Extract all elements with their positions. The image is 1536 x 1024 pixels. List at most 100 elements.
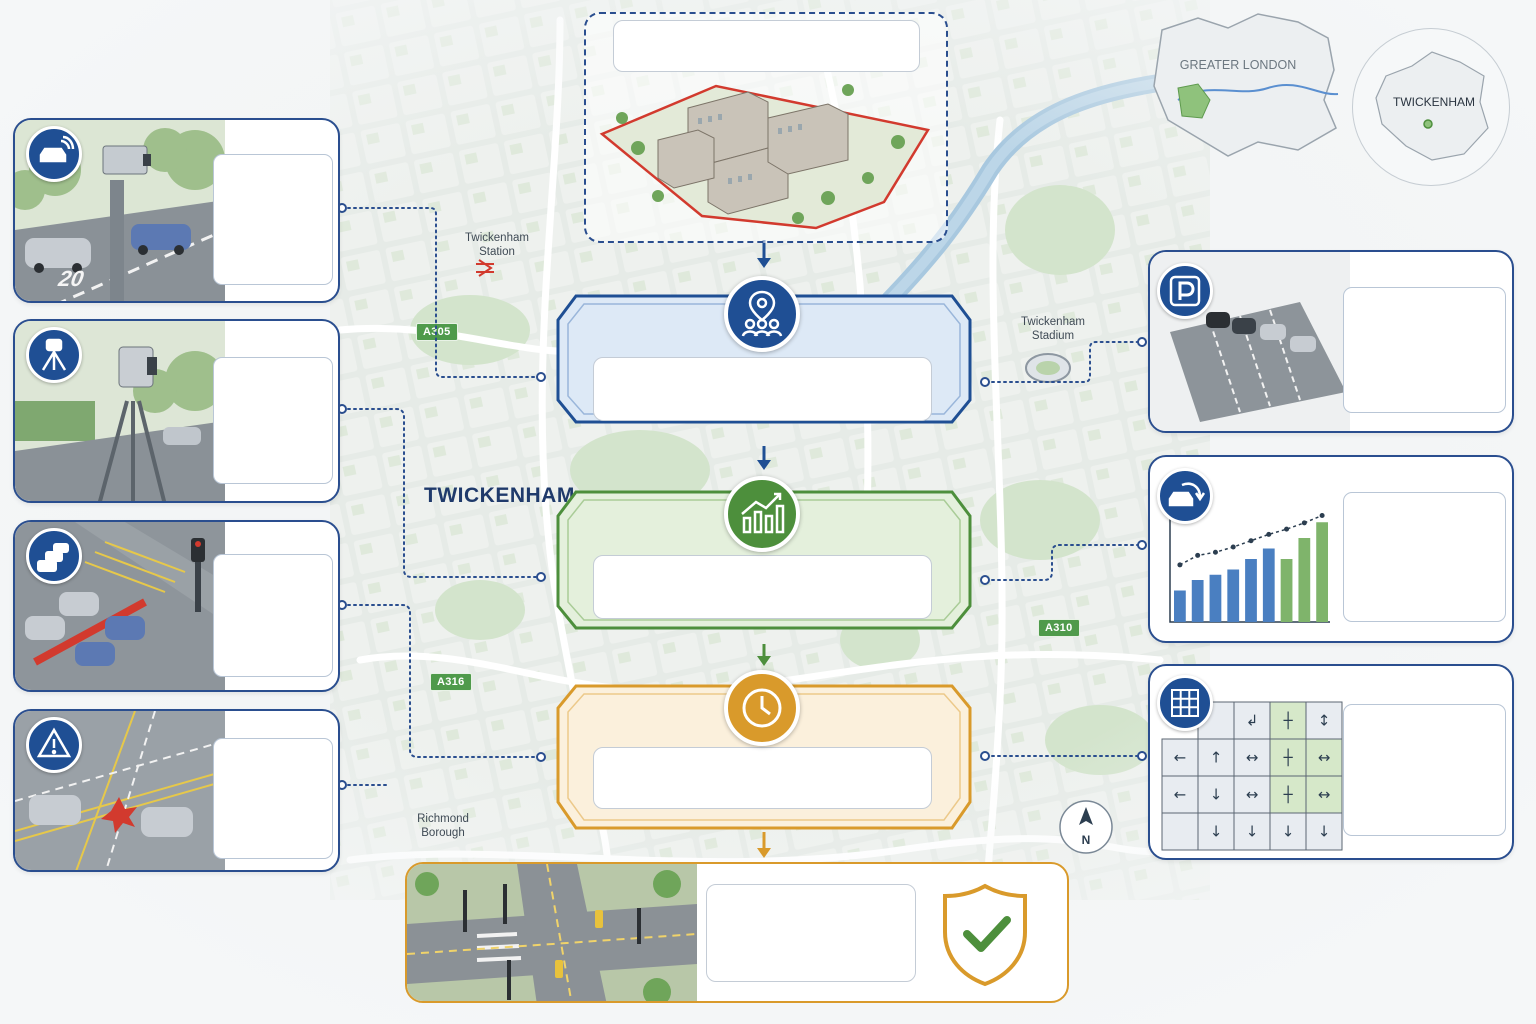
connector-dot bbox=[1137, 337, 1147, 347]
matrix-cell bbox=[1305, 701, 1343, 740]
left-card-speed-survey: 20 bbox=[13, 118, 340, 303]
connector-dot bbox=[980, 751, 990, 761]
flow-arrows bbox=[757, 240, 771, 858]
movement-arrow: ↲ bbox=[1246, 712, 1259, 730]
collision-junction-scene bbox=[15, 711, 225, 870]
car-park-scene bbox=[1150, 252, 1350, 431]
right-card-parking bbox=[1148, 250, 1514, 433]
connector-dot bbox=[980, 575, 990, 585]
chart-bar bbox=[1245, 559, 1257, 622]
connector-dot bbox=[1137, 751, 1147, 761]
growth-chart-icon bbox=[724, 476, 800, 552]
movement-arrow: ↓ bbox=[1246, 823, 1259, 841]
town-label: TWICKENHAM bbox=[424, 484, 575, 507]
car-turn-arrow-icon bbox=[1157, 468, 1213, 524]
movement-arrow: ↓ bbox=[1210, 823, 1223, 841]
chart-bar bbox=[1191, 580, 1204, 622]
chart-bar bbox=[1298, 538, 1311, 622]
clock-icon bbox=[724, 670, 800, 746]
card-text-box bbox=[1343, 492, 1506, 622]
matrix-cell bbox=[1161, 738, 1199, 777]
left-card-collision-analysis bbox=[13, 709, 340, 872]
card-text-box bbox=[213, 554, 333, 677]
connector-dot bbox=[536, 372, 546, 382]
connector-dot bbox=[536, 752, 546, 762]
card-text-box bbox=[213, 154, 333, 285]
stage-panel-peak-hours bbox=[554, 670, 974, 836]
outcome-panel bbox=[405, 862, 1069, 1003]
site-development-illustration bbox=[599, 84, 930, 230]
grid-matrix-icon bbox=[1157, 675, 1213, 731]
connector-dot bbox=[1137, 540, 1147, 550]
survey-tripod-icon bbox=[26, 327, 82, 383]
matrix-cell bbox=[1233, 701, 1271, 740]
chart-axes bbox=[1169, 507, 1330, 623]
movement-arrow: ← bbox=[1174, 786, 1187, 804]
matrix-cell bbox=[1305, 738, 1343, 777]
turning-movement-matrix: ↲┼↕←↑↔┼↔←↓↔┼↔↓↓↓↓ bbox=[1161, 701, 1343, 851]
movement-arrow: ↕ bbox=[1318, 712, 1331, 730]
trend-line bbox=[1179, 514, 1323, 566]
chart-bar bbox=[1262, 548, 1275, 622]
connector-dot bbox=[980, 377, 990, 387]
road-shield-a310: A310 bbox=[1038, 619, 1080, 637]
compass-letter: N bbox=[1081, 833, 1091, 847]
card-text-box bbox=[213, 357, 333, 484]
movement-arrow: ↓ bbox=[1210, 786, 1223, 804]
stage-text-box bbox=[593, 357, 932, 421]
chart-bar bbox=[1174, 590, 1186, 622]
movement-arrow: ↔ bbox=[1318, 786, 1331, 804]
chart-bar bbox=[1280, 559, 1293, 622]
matrix-cell bbox=[1161, 812, 1199, 851]
north-arrow-icon bbox=[1059, 800, 1113, 854]
matrix-cell bbox=[1197, 775, 1235, 814]
chart-bar bbox=[1209, 574, 1222, 622]
trend-point bbox=[1266, 531, 1272, 537]
matrix-cell bbox=[1305, 812, 1343, 851]
greater-london-inset-map bbox=[1153, 13, 1339, 157]
warning-triangle-icon bbox=[26, 717, 82, 773]
right-card-traffic-growth bbox=[1148, 455, 1514, 643]
traffic-queue-icon bbox=[26, 528, 82, 584]
shield-check-icon bbox=[943, 883, 1027, 987]
matrix-cell bbox=[1269, 701, 1307, 740]
movement-arrow: ┼ bbox=[1282, 785, 1293, 804]
speed-camera-scene bbox=[15, 120, 225, 301]
site-title-box bbox=[613, 20, 920, 72]
stage-text-box bbox=[593, 555, 932, 619]
left-card-queue-survey bbox=[13, 520, 340, 692]
stage-panel-baseline bbox=[554, 272, 974, 448]
movement-arrow: ↓ bbox=[1282, 823, 1295, 841]
stage-panel-growth bbox=[554, 478, 974, 654]
growth-bar-chart bbox=[1169, 507, 1330, 623]
card-text-box bbox=[1343, 704, 1506, 836]
chart-bar bbox=[1316, 522, 1328, 622]
movement-arrow: ↑ bbox=[1210, 749, 1223, 767]
outcome-text-box bbox=[706, 884, 916, 982]
movement-arrow: ┼ bbox=[1282, 748, 1293, 767]
matrix-cell bbox=[1305, 775, 1343, 814]
road-marking-20: 20 bbox=[54, 266, 89, 291]
movement-arrow: ┼ bbox=[1282, 711, 1293, 730]
movement-arrow: ↓ bbox=[1318, 823, 1331, 841]
movement-arrow: ← bbox=[1174, 749, 1187, 767]
traffic-sensor-car-icon bbox=[26, 126, 82, 182]
trend-point bbox=[1284, 526, 1290, 532]
matrix-cell bbox=[1233, 775, 1271, 814]
matrix-cell bbox=[1197, 812, 1235, 851]
twickenham-inset-label: TWICKENHAM bbox=[1393, 95, 1475, 109]
matrix-cell bbox=[1269, 812, 1307, 851]
chart-bar bbox=[1227, 569, 1240, 622]
tripod-counter-scene bbox=[15, 321, 225, 501]
matrix-cell bbox=[1269, 738, 1307, 777]
trend-point bbox=[1248, 538, 1254, 544]
signalised-junction-illustration bbox=[407, 864, 697, 1001]
rail-station-icon bbox=[476, 259, 494, 277]
location-people-icon bbox=[724, 276, 800, 352]
connector-dot bbox=[536, 572, 546, 582]
movement-arrow: ↔ bbox=[1318, 749, 1331, 767]
stadium-icon bbox=[1025, 353, 1071, 383]
